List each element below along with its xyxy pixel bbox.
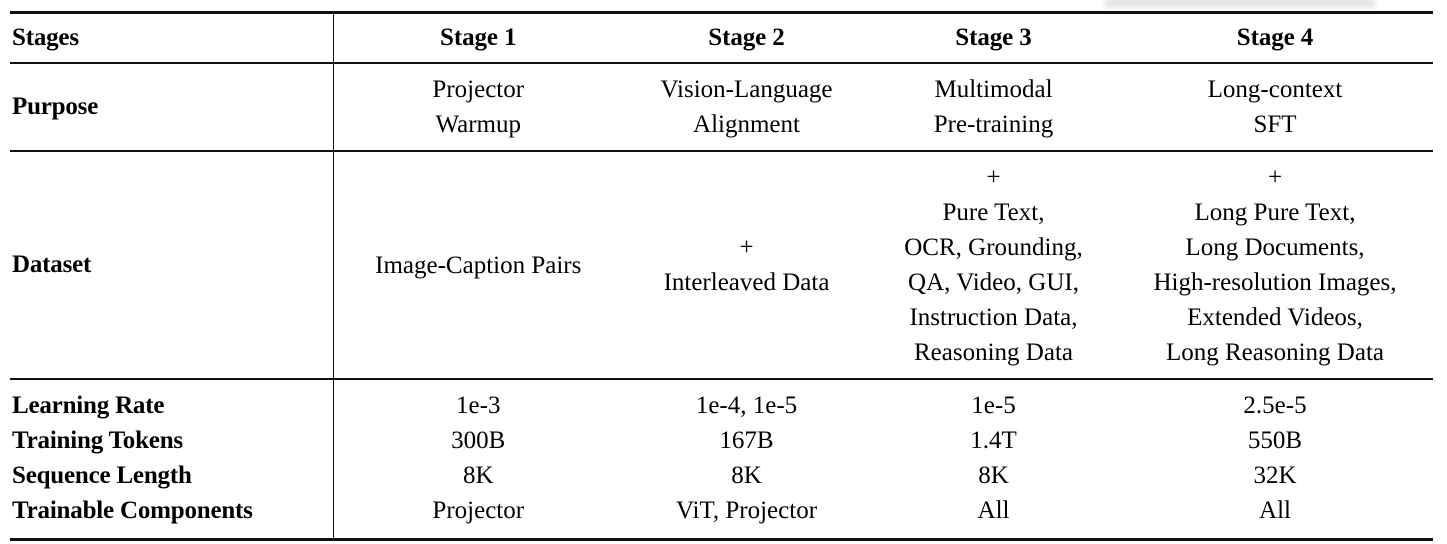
row-label-training-tokens: Training Tokens [12, 427, 183, 454]
table-row-purpose: Purpose Projector Warmup Vision-Language… [10, 62, 1433, 151]
column-header-stage-1: Stage 1 [332, 11, 623, 63]
column-header-stage-2: Stage 2 [623, 11, 870, 63]
cell-trainable-components-stage-3: All [870, 493, 1117, 541]
cell-purpose-stage-1: Projector Warmup [332, 62, 623, 151]
cell-training-tokens-stage-1: 300B [332, 423, 623, 458]
cell-training-tokens-stage-3: 1.4T [970, 427, 1017, 454]
column-header-stage-3: Stage 3 [870, 11, 1117, 63]
table-row-training-tokens: Training Tokens 300B 167B 1.4T 550B [10, 423, 1433, 458]
cell-sequence-length-stage-1: 8K [332, 458, 623, 493]
cell-sequence-length-stage-3: 8K [978, 462, 1009, 489]
column-header-stages: Stages [10, 11, 333, 63]
row-label-sequence-length: Sequence Length [12, 462, 192, 489]
cell-dataset-stage-1: Image-Caption Pairs [332, 150, 623, 379]
training-stages-table: Stages Stage 1 Stage 2 Stage 3 Stage 4 P… [10, 11, 1433, 541]
table-row-learning-rate: Learning Rate 1e-3 1e-4, 1e-5 1e-5 2.5e-… [10, 378, 1433, 423]
cell-dataset-stage-2: + Interleaved Data [623, 150, 870, 379]
row-label-dataset: Dataset [10, 150, 333, 379]
cell-dataset-stage-3: + Pure Text, OCR, Grounding, QA, Video, … [870, 150, 1117, 379]
cell-learning-rate-stage-3: 1e-5 [870, 378, 1117, 423]
cell-sequence-length-stage-4: 32K [1253, 462, 1297, 489]
table-row-dataset: Dataset Image-Caption Pairs + Interleave… [10, 150, 1433, 379]
cell-learning-rate-stage-1: 1e-3 [332, 378, 623, 423]
cell-training-tokens-stage-4: 550B [1247, 427, 1303, 454]
row-label-purpose: Purpose [10, 62, 333, 151]
table-header-row: Stages Stage 1 Stage 2 Stage 3 Stage 4 [10, 11, 1433, 63]
cell-trainable-components-stage-4: All [1117, 493, 1433, 541]
scan-artifact-smudge [1105, 0, 1375, 11]
cell-dataset-stage-4: + Long Pure Text, Long Documents, High-r… [1117, 150, 1433, 379]
cell-learning-rate-stage-4: 2.5e-5 [1117, 378, 1433, 423]
column-header-stage-4: Stage 4 [1117, 11, 1433, 63]
cell-purpose-stage-3: Multimodal Pre-training [870, 62, 1117, 151]
cell-training-tokens-stage-2: 167B [719, 427, 774, 454]
table-row-sequence-length: Sequence Length 8K 8K 8K 32K [10, 458, 1433, 493]
cell-purpose-stage-2: Vision-Language Alignment [623, 62, 870, 151]
cell-trainable-components-stage-1: Projector [332, 493, 623, 541]
cell-sequence-length-stage-2: 8K [731, 462, 762, 489]
cell-trainable-components-stage-2: ViT, Projector [623, 493, 870, 541]
row-label-trainable-components: Trainable Components [10, 493, 333, 541]
cell-purpose-stage-4: Long-context SFT [1117, 62, 1433, 151]
row-label-learning-rate: Learning Rate [10, 378, 333, 423]
cell-learning-rate-stage-2: 1e-4, 1e-5 [623, 378, 870, 423]
table-row-trainable-components: Trainable Components Projector ViT, Proj… [10, 493, 1433, 541]
